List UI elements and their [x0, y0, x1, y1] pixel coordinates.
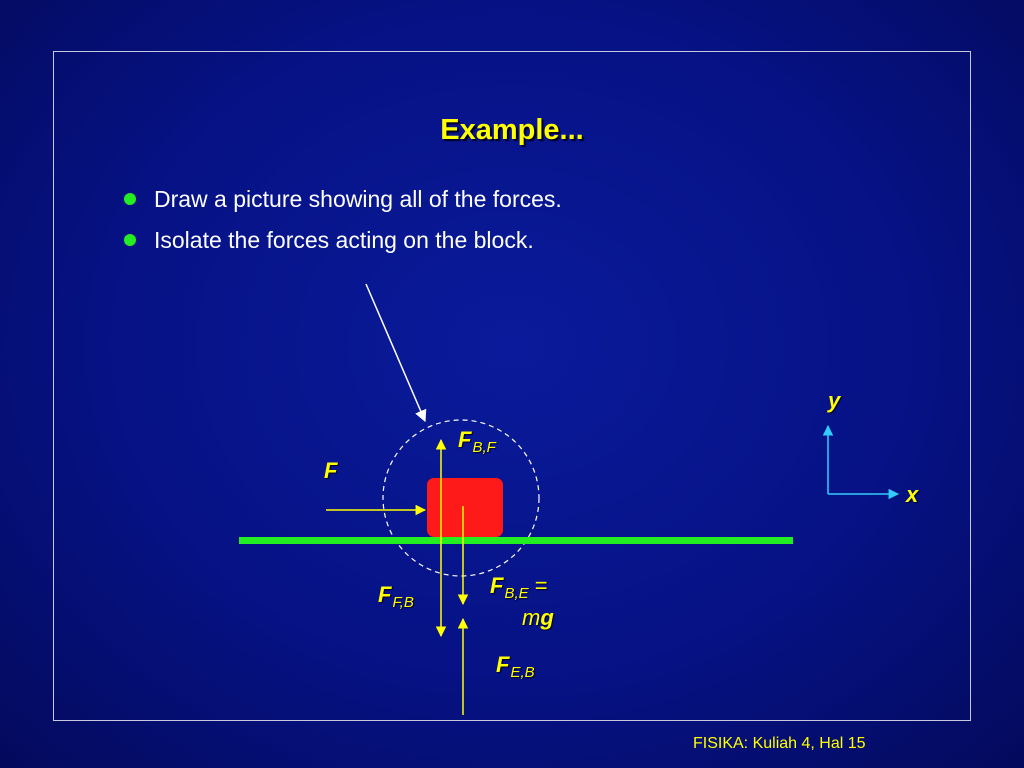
isolation-circle [382, 419, 540, 577]
bullet-text: Draw a picture showing all of the forces… [154, 186, 562, 212]
label-force-floor-on-block: FB,F [458, 427, 496, 456]
label-applied-force: F [324, 458, 338, 483]
label-force-block-on-earth: FE,B [496, 652, 535, 681]
label-force-earth-on-block: FB,E = [490, 573, 548, 602]
bullet-dot-icon [124, 234, 136, 246]
bullet-item: Isolate the forces acting on the block. [122, 225, 562, 266]
slide-title: Example... [440, 114, 584, 146]
label-force-block-on-floor: FF,B [378, 582, 414, 611]
block [427, 478, 503, 537]
x-axis-label: x [906, 482, 919, 507]
label-mg: mg [522, 605, 554, 630]
pointer-arrow [365, 283, 427, 423]
slide-frame [53, 51, 971, 721]
bullet-item: Draw a picture showing all of the forces… [122, 184, 562, 225]
y-axis-label: y [828, 388, 841, 413]
slide-footer: FISIKA: Kuliah 4, Hal 15 [693, 735, 866, 752]
bullet-text: Isolate the forces acting on the block. [154, 227, 534, 253]
floor-surface [239, 537, 793, 544]
bullet-list: Draw a picture showing all of the forces… [122, 184, 562, 266]
bullet-dot-icon [124, 193, 136, 205]
